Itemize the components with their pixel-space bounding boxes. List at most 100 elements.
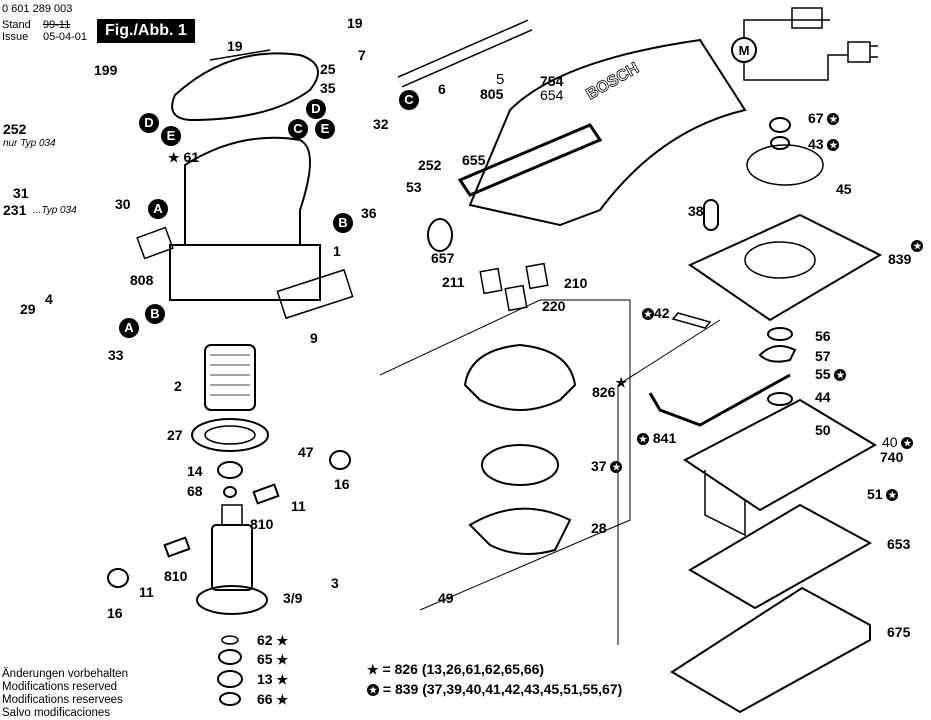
spring-841 bbox=[648, 373, 791, 427]
callout-43: 43 ★ bbox=[808, 136, 840, 152]
footer-line-de: Änderungen vorbehalten bbox=[2, 668, 128, 680]
circle-star-icon: ★ bbox=[901, 437, 914, 450]
callout-740: 740 bbox=[880, 449, 904, 465]
legend-circle-star: ★ = 839 (37,39,40,41,42,43,45,51,55,67) bbox=[367, 681, 622, 697]
footer-line-en: Modifications reserved bbox=[2, 681, 118, 693]
callout-252-note: nur Typ 034 bbox=[3, 138, 56, 149]
callout-14: 14 bbox=[187, 463, 203, 479]
callout-55-num: 55 bbox=[815, 366, 831, 382]
callout-231: 231 bbox=[3, 202, 27, 218]
callout-30: 30 bbox=[115, 196, 131, 212]
connector-d-right: D bbox=[306, 99, 326, 119]
callout-7: 7 bbox=[358, 47, 366, 63]
callout-55: 55 ★ bbox=[815, 366, 847, 382]
callout-45: 45 bbox=[836, 181, 852, 197]
callout-62-num: 62 bbox=[257, 632, 273, 648]
callout-841: ★ 841 bbox=[637, 430, 677, 446]
tray-675 bbox=[670, 586, 871, 714]
footer-line-fr: Modifications reservees bbox=[2, 694, 123, 706]
connector-d-left: D bbox=[139, 113, 159, 133]
star-icon: ★ bbox=[168, 150, 180, 165]
callout-826: 826★ bbox=[592, 376, 627, 400]
callout-13: 13 ★ bbox=[257, 672, 288, 687]
callout-28: 28 bbox=[591, 520, 607, 536]
callout-6: 6 bbox=[438, 81, 446, 97]
plate-40 bbox=[683, 398, 877, 512]
callout-199: 199 bbox=[94, 62, 118, 78]
base-839 bbox=[687, 213, 883, 322]
circle-star-icon: ★ bbox=[610, 461, 623, 474]
callout-35: 35 bbox=[320, 80, 336, 96]
callout-40-num: 40 bbox=[882, 434, 898, 450]
callout-657: 657 bbox=[431, 250, 455, 266]
pad-653 bbox=[688, 503, 873, 610]
circle-star-icon: ★ bbox=[834, 369, 847, 382]
callout-47: 47 bbox=[298, 444, 314, 460]
callout-655: 655 bbox=[462, 152, 486, 168]
brand-text: BOSCH bbox=[584, 60, 643, 104]
callout-56: 56 bbox=[815, 328, 831, 344]
callout-43-num: 43 bbox=[808, 136, 824, 152]
callout-13-num: 13 bbox=[257, 671, 273, 687]
callout-5: 5 bbox=[496, 71, 505, 88]
star-icon: ★ bbox=[615, 375, 628, 390]
star-icon: ★ bbox=[367, 662, 379, 677]
callout-3: 3 bbox=[331, 575, 339, 591]
part-number: 0 601 289 003 bbox=[2, 3, 73, 15]
legend-star-text: = 826 (13,26,61,62,65,66) bbox=[382, 661, 545, 677]
callout-67: 67 ★ bbox=[808, 110, 840, 126]
callout-67-num: 67 bbox=[808, 110, 824, 126]
footer-line-es: Salvo modificaciones bbox=[2, 707, 111, 719]
callout-44: 44 bbox=[815, 389, 831, 405]
callout-4: 4 bbox=[45, 291, 53, 307]
connector-a-stator: A bbox=[119, 318, 139, 338]
callout-62: 62 ★ bbox=[257, 633, 288, 648]
callout-32: 32 bbox=[373, 116, 389, 132]
circle-star-icon: ★ bbox=[886, 489, 899, 502]
callout-16-b: 16 bbox=[107, 605, 123, 621]
callout-33: 33 bbox=[108, 347, 124, 363]
circle-star-icon: ★ bbox=[642, 308, 654, 321]
callout-49: 49 bbox=[438, 590, 454, 606]
callout-754: 754 bbox=[540, 73, 564, 89]
callout-61: ★ 61 bbox=[168, 150, 199, 165]
star-icon: ★ bbox=[276, 692, 289, 707]
callout-36: 36 bbox=[361, 205, 377, 221]
callout-65: 65 ★ bbox=[257, 652, 288, 667]
callout-839: 839★ bbox=[888, 240, 924, 267]
callout-839-num: 839 bbox=[888, 251, 912, 267]
callout-220: 220 bbox=[542, 298, 566, 314]
callout-27: 27 bbox=[167, 427, 183, 443]
callout-3-9: 3/9 bbox=[283, 590, 303, 606]
callout-1: 1 bbox=[333, 243, 341, 259]
callout-808: 808 bbox=[130, 272, 154, 288]
callout-211: 211 bbox=[442, 274, 465, 290]
callout-53: 53 bbox=[406, 179, 422, 195]
callout-25: 25 bbox=[320, 61, 336, 77]
callout-65-num: 65 bbox=[257, 651, 273, 667]
connector-b-stator: B bbox=[145, 304, 165, 324]
callout-19-b: 19 bbox=[347, 15, 363, 31]
star-icon: ★ bbox=[276, 652, 289, 667]
callout-16-a: 16 bbox=[334, 476, 350, 492]
callout-66: 66 ★ bbox=[257, 692, 288, 707]
callout-66-num: 66 bbox=[257, 691, 273, 707]
callout-841-num: 841 bbox=[652, 430, 677, 446]
callout-68: 68 bbox=[187, 483, 203, 499]
connector-e-left: E bbox=[161, 126, 181, 146]
callout-42: ★42 bbox=[642, 306, 670, 321]
connector-c-cable: C bbox=[399, 90, 419, 110]
callout-653: 653 bbox=[887, 536, 911, 552]
callout-810-b: 810 bbox=[164, 568, 188, 584]
circle-star-icon: ★ bbox=[367, 684, 379, 697]
bearing-housing-826 bbox=[463, 343, 577, 411]
callout-51-num: 51 bbox=[867, 486, 883, 502]
callout-252-a: 252 bbox=[3, 121, 27, 137]
star-icon: ★ bbox=[276, 672, 289, 687]
circle-star-icon: ★ bbox=[637, 433, 649, 446]
fan-3-9 bbox=[196, 585, 268, 615]
legend-star: ★ = 826 (13,26,61,62,65,66) bbox=[367, 661, 544, 678]
callout-19-a: 19 bbox=[227, 38, 243, 54]
callout-675: 675 bbox=[887, 624, 911, 640]
